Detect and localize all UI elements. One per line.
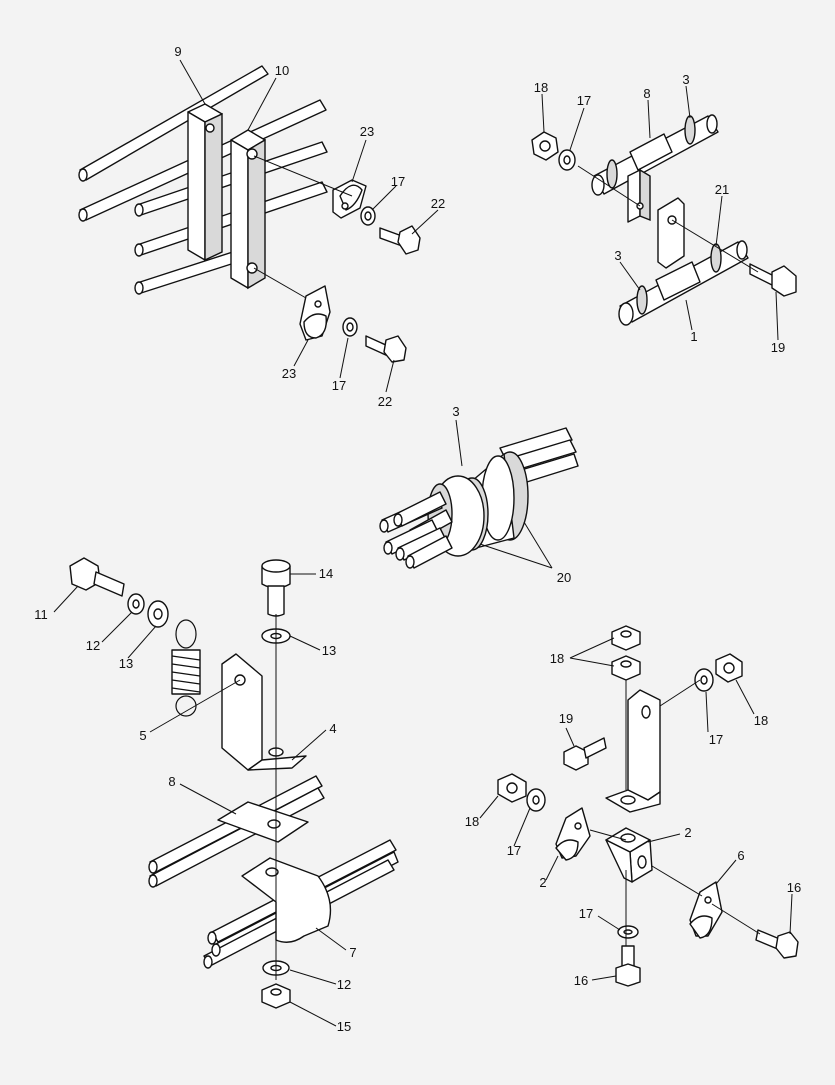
clamp-block-9	[187, 103, 223, 262]
callout-17-left: 17	[507, 843, 521, 858]
washer-17-lower	[342, 317, 358, 337]
bolt-11	[69, 557, 125, 597]
callout-2-left: 2	[539, 875, 546, 890]
nut-18-top	[531, 131, 559, 161]
callout-11: 11	[34, 607, 48, 622]
bolt-16-vertical	[615, 945, 641, 987]
washer-13-left	[147, 600, 169, 628]
callout-3-mid: 3	[614, 248, 621, 263]
callout-19-bottom: 19	[559, 711, 573, 726]
callout-23-lower: 23	[282, 366, 296, 381]
callout-4: 4	[329, 721, 336, 736]
cable-clip-23-lower	[299, 285, 331, 341]
washer-17-bottom	[617, 925, 639, 939]
callout-16-bottom: 16	[574, 973, 588, 988]
callout-13-left: 13	[119, 656, 133, 671]
sleeve-bracket-assembly	[531, 85, 797, 341]
callout-12-lower: 12	[337, 977, 351, 992]
callout-5: 5	[139, 728, 146, 743]
sleeve-lower	[618, 240, 749, 326]
spring-5	[171, 619, 201, 717]
callout-14: 14	[319, 566, 333, 581]
clamp-8-lower	[217, 801, 309, 843]
callout-17-lower: 17	[332, 378, 346, 393]
angle-bracket	[605, 689, 661, 813]
callout-8-top: 8	[643, 86, 650, 101]
rod-bundle-front	[379, 491, 453, 569]
callout-20: 20	[557, 570, 571, 585]
clamp-bar-10	[230, 129, 266, 290]
callout-3-top: 3	[682, 72, 689, 87]
callout-21: 21	[715, 182, 729, 197]
bracket-8-upper	[627, 168, 651, 223]
nut-18-stack-top	[611, 625, 641, 651]
bolt-19-bottom	[563, 737, 607, 771]
nut-15	[261, 983, 291, 1009]
callout-15: 15	[337, 1019, 351, 1034]
callout-19-top: 19	[771, 340, 785, 355]
bolt-14	[261, 559, 291, 617]
callout-18-left: 18	[465, 814, 479, 829]
washer-17-upper	[360, 206, 376, 226]
callout-3-center: 3	[452, 404, 459, 419]
washer-17-top	[558, 149, 576, 171]
callout-7: 7	[349, 945, 356, 960]
bracket-4	[221, 653, 307, 771]
clip-6	[689, 881, 723, 939]
washer-12-left	[127, 593, 145, 615]
callout-2-right: 2	[684, 825, 691, 840]
clip-2	[555, 807, 591, 861]
callout-22-upper: 22	[431, 196, 445, 211]
callout-1: 1	[690, 329, 697, 344]
sleeve-upper	[591, 114, 719, 196]
bolt-22-upper	[379, 225, 421, 255]
clamp-7	[241, 857, 332, 943]
angle-bracket-assembly	[479, 625, 799, 987]
callout-labels: 9 10 23 17 22 23 17 22 18 17 8 3 21 3 1 …	[34, 44, 801, 1034]
bolt-19-top	[749, 263, 797, 297]
callout-8-lower: 8	[168, 774, 175, 789]
callout-17-upper: 17	[391, 174, 405, 189]
callout-16-right: 16	[787, 880, 801, 895]
bracket-2	[605, 827, 653, 883]
callout-23-upper: 23	[360, 124, 374, 139]
grommet-bundle-assembly	[379, 419, 579, 569]
callout-17-top: 17	[577, 93, 591, 108]
spring-bracket-assembly	[53, 557, 399, 1027]
callout-17-right: 17	[709, 732, 723, 747]
callout-9: 9	[174, 44, 181, 59]
callout-18-top: 18	[534, 80, 548, 95]
bolt-16-horizontal	[755, 929, 799, 959]
callout-18-stack: 18	[550, 651, 564, 666]
washer-17-left	[526, 788, 546, 812]
callout-22-lower: 22	[378, 394, 392, 409]
callout-13-center: 13	[322, 643, 336, 658]
bolt-22-lower	[365, 335, 407, 363]
cable-clip-23-upper	[332, 179, 367, 219]
washer-17-right	[694, 668, 714, 692]
nut-18-stack-bottom	[611, 655, 641, 681]
callout-17-bottom: 17	[579, 906, 593, 921]
callout-18-right: 18	[754, 713, 768, 728]
nut-18-right	[715, 653, 743, 683]
rod-clamp-assembly	[78, 59, 439, 393]
bracket-1	[657, 197, 685, 269]
callout-10: 10	[275, 63, 289, 78]
callout-6: 6	[737, 848, 744, 863]
callout-12-left: 12	[86, 638, 100, 653]
nut-18-left	[497, 773, 527, 803]
